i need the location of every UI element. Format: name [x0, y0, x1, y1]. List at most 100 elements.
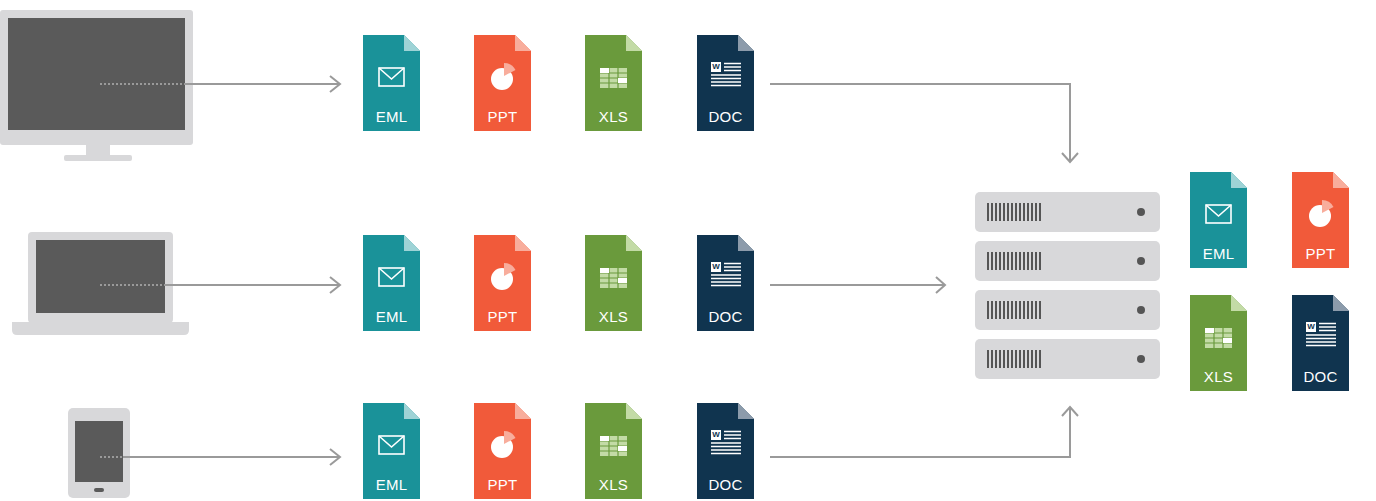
file-glyph: [491, 263, 516, 290]
file-fold: [626, 35, 642, 51]
file-type-label: XLS: [585, 476, 642, 494]
file-body: [1292, 295, 1349, 391]
file-fold: [626, 235, 642, 251]
file-icon: W DOC: [697, 235, 754, 331]
file-fold: [1333, 172, 1349, 188]
arrow-head: [330, 76, 340, 92]
file-icon: XLS: [585, 235, 642, 331]
word-logo-letter: W: [711, 430, 721, 440]
tablet-body: [68, 408, 130, 498]
arrow-head: [330, 449, 340, 465]
file-icon: PPT: [474, 403, 531, 499]
file-glyph: [379, 436, 404, 454]
file-glyph: [379, 268, 404, 286]
file-body: [697, 235, 754, 331]
file-type-label: PPT: [474, 108, 531, 126]
file-glyph: [491, 63, 516, 90]
file-glyph: [600, 268, 627, 288]
file-fold: [626, 403, 642, 419]
server-rack: [975, 192, 1160, 379]
file-glyph: [379, 68, 404, 86]
arrow-line: [123, 456, 340, 458]
arrow-head: [330, 277, 340, 293]
file-icon: XLS: [1190, 295, 1247, 391]
file-type-label: EML: [1190, 245, 1247, 263]
file-icon: WDOC: [697, 35, 754, 131]
file-fold: [404, 35, 420, 51]
server-unit: [975, 339, 1160, 379]
file-type-label: XLS: [1190, 368, 1247, 386]
file-body: [697, 35, 754, 131]
monitor-neck: [86, 145, 110, 156]
file-fold: [404, 403, 420, 419]
tablet-button: [94, 488, 104, 492]
dotted-line: [100, 83, 185, 85]
monitor-base: [64, 155, 132, 161]
file-type-label: PPT: [474, 476, 531, 494]
file-body: [363, 235, 420, 331]
server-unit: [975, 290, 1160, 330]
monitor-bezel: [0, 10, 193, 145]
word-logo-letter: W: [711, 62, 721, 72]
file-glyph: [600, 68, 627, 88]
file-fold: [515, 235, 531, 251]
file-body: [1292, 172, 1349, 268]
laptop-lid: [28, 232, 173, 323]
file-fold: [1333, 295, 1349, 311]
monitor-screen: [8, 18, 185, 130]
tablet-screen: [75, 421, 123, 482]
server-unit: [975, 192, 1160, 232]
file-fold: [738, 35, 754, 51]
file-type-label: EML: [363, 108, 420, 126]
arrow-head: [1062, 407, 1078, 416]
file-body: [1190, 172, 1247, 268]
file-type-label: DOC: [697, 476, 754, 494]
file-body: [1190, 295, 1247, 391]
arrow-line: [165, 284, 340, 286]
arrow-head: [936, 277, 945, 293]
file-icon: EML: [1190, 172, 1247, 268]
file-icon: XLS: [585, 35, 642, 131]
file-type-label: XLS: [585, 108, 642, 126]
file-body: [474, 35, 531, 131]
arrow-line: [770, 284, 945, 286]
file-fold: [1231, 295, 1247, 311]
arrow-line: [770, 408, 1070, 457]
word-logo-letter: W: [711, 262, 721, 272]
file-body: [585, 35, 642, 131]
file-body: [585, 235, 642, 331]
file-glyph: [491, 431, 516, 458]
laptop: [12, 232, 189, 335]
file-body: [585, 403, 642, 499]
dotted-line: [100, 284, 165, 286]
file-body: [363, 35, 420, 131]
file-type-label: DOC: [697, 308, 754, 326]
arrow-line: [770, 84, 1070, 162]
file-body: [474, 403, 531, 499]
file-type-label: DOC: [1292, 368, 1349, 386]
file-fold: [1231, 172, 1247, 188]
file-glyph: [1205, 328, 1232, 348]
file-icon: XLS: [585, 403, 642, 499]
file-icon: WDOC: [1292, 295, 1349, 391]
server-unit: [975, 241, 1160, 281]
file-fold: [515, 403, 531, 419]
laptop-base: [12, 322, 189, 335]
dotted-line: [100, 456, 123, 458]
file-type-label: EML: [363, 476, 420, 494]
file-icon: W DOC: [697, 403, 754, 499]
file-fold: [515, 35, 531, 51]
file-body: [474, 235, 531, 331]
file-type-label: XLS: [585, 308, 642, 326]
desktop-monitor: [0, 10, 193, 161]
arrow-line: [185, 83, 340, 85]
file-icon: EML: [363, 403, 420, 499]
file-glyph: [600, 436, 627, 456]
file-icon: EML: [363, 35, 420, 131]
file-type-label: PPT: [1292, 245, 1349, 263]
file-fold: [404, 235, 420, 251]
file-type-label: EML: [363, 308, 420, 326]
file-icon: EML: [363, 235, 420, 331]
